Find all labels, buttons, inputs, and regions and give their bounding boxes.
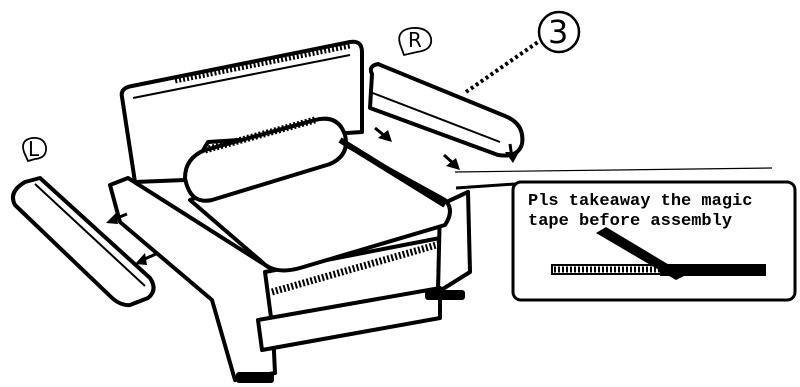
arrow-right-lower	[444, 155, 460, 170]
step-leader-line	[466, 42, 538, 92]
right-label-bubble: R	[399, 28, 431, 55]
right-label-text: R	[408, 28, 422, 52]
detail-top-rule	[455, 168, 772, 172]
detail-note-box: Pls takeaway the magic tape before assem…	[455, 168, 795, 300]
right-armrest	[370, 64, 522, 156]
note-line-1: Pls takeaway the magic	[528, 192, 752, 211]
step-callout: 3	[466, 12, 579, 92]
left-label-text: L	[28, 137, 40, 161]
step-number-text: 3	[548, 13, 568, 51]
left-label-bubble: L	[23, 137, 46, 161]
tape-strip-hatched	[552, 265, 665, 274]
arrow-right-upper	[375, 128, 392, 142]
detail-pointer-line	[456, 184, 515, 188]
arrow-left-lower	[135, 253, 156, 265]
note-line-2: tape before assembly	[528, 212, 732, 231]
sofa-foot-left	[236, 372, 274, 383]
sofa-foot-right	[425, 290, 465, 300]
